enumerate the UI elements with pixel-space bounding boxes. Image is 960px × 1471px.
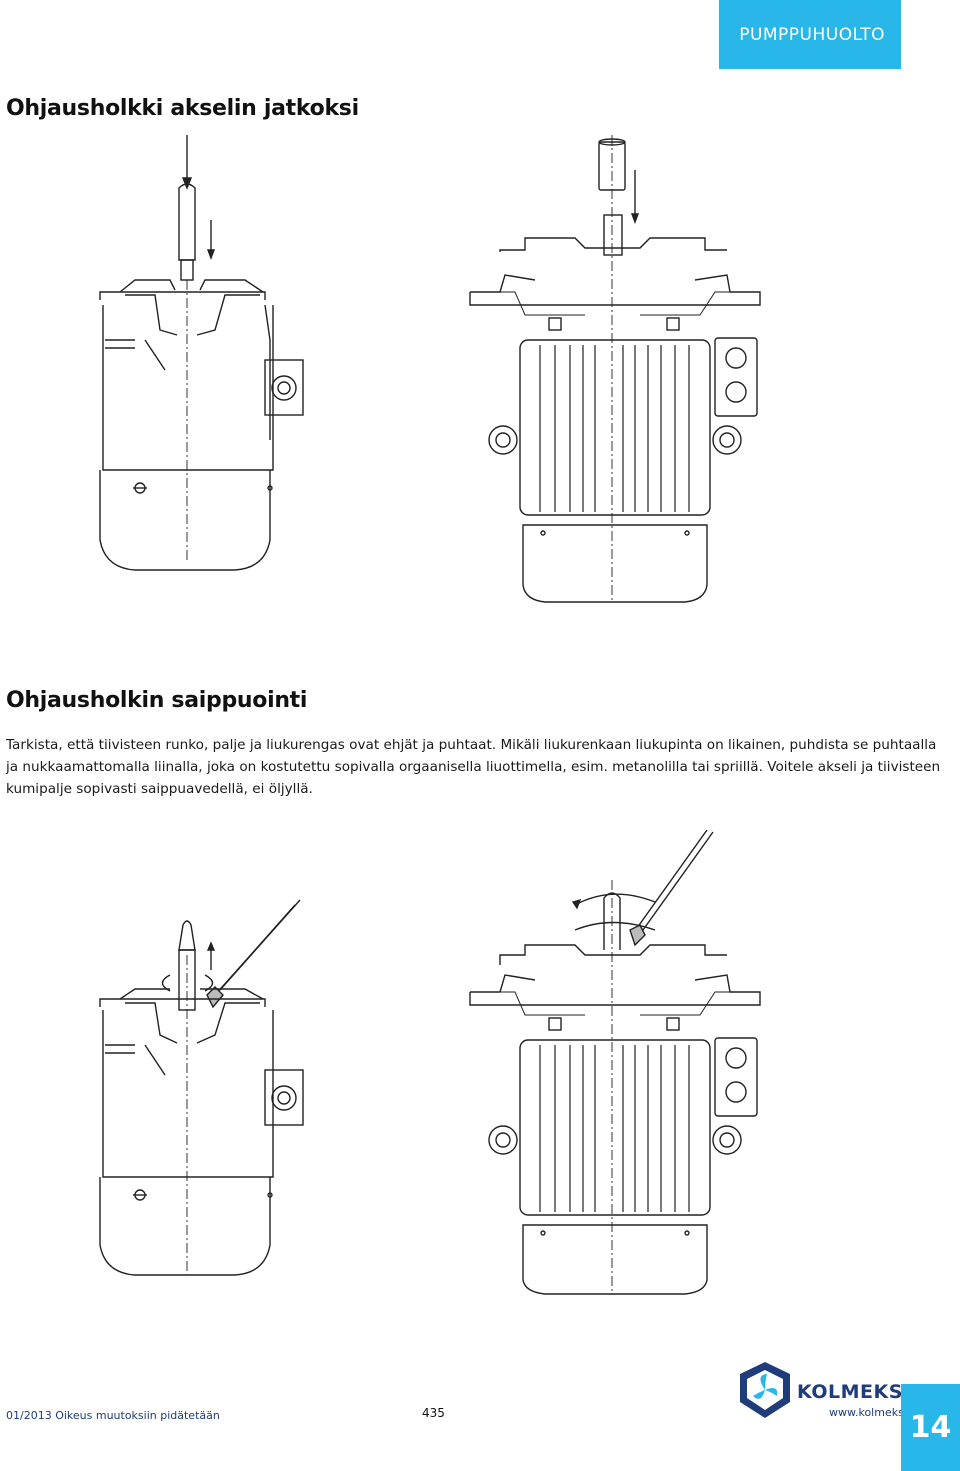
heading-sleeve-soaping: Ohjausholkin saippuointi xyxy=(6,688,308,713)
heading-shaft-guide-sleeve: Ohjausholkki akselin jatkoksi xyxy=(6,96,359,121)
brand-name: KOLMEKS xyxy=(797,1381,903,1403)
chapter-badge: 14 xyxy=(901,1384,960,1471)
footer-revision-note: 01/2013 Oikeus muutoksiin pidätetään xyxy=(6,1409,220,1422)
figure-motor-with-sleeve xyxy=(465,130,765,610)
website-link[interactable]: www.kolmeks.fi xyxy=(829,1406,915,1419)
kolmeks-logo xyxy=(735,1360,795,1424)
figure-motor-with-brush xyxy=(465,830,765,1300)
figure-pump-section-brush xyxy=(95,895,315,1285)
section-tag: PUMPPUHUOLTO xyxy=(719,0,901,69)
figure-pump-section-sleeve xyxy=(95,130,315,580)
body-paragraph: Tarkista, että tiivisteen runko, palje j… xyxy=(6,737,941,797)
footer-page-number: 435 xyxy=(422,1406,445,1420)
